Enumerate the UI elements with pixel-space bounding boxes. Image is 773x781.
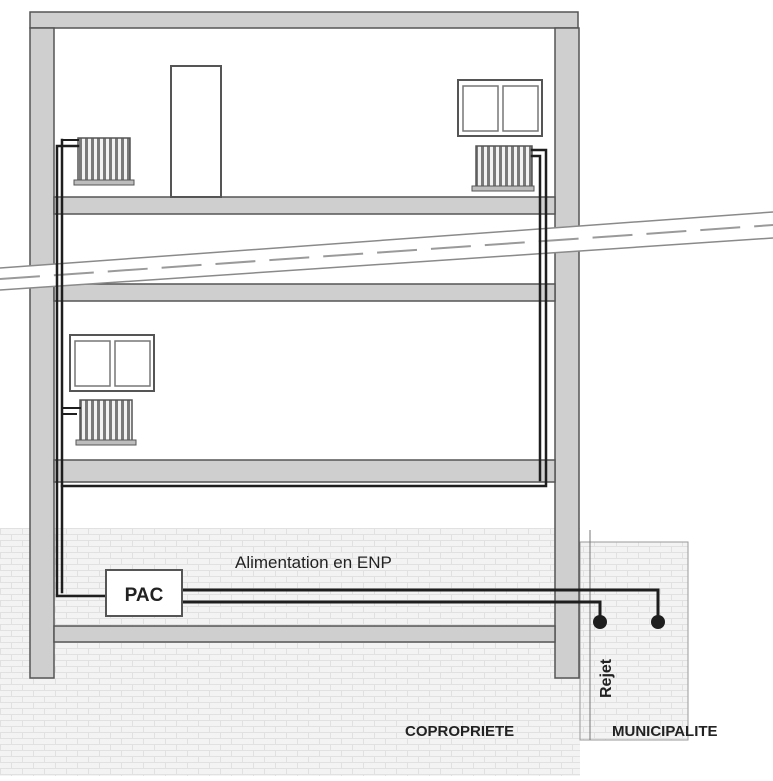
door	[170, 65, 222, 198]
radiator-lower-left	[75, 399, 137, 446]
discharge-outlet-dot	[593, 615, 607, 629]
basement-slab	[53, 625, 556, 643]
pipe-discharge	[178, 600, 602, 619]
lower-floor	[69, 334, 155, 446]
left-zone-label: COPROPRIETE	[405, 723, 514, 740]
window-lower-left	[69, 334, 155, 392]
floor-slab-middle	[53, 283, 556, 302]
upper-floor	[73, 65, 543, 198]
pipe-riser-left	[55, 138, 112, 598]
heating-pipes	[55, 138, 660, 620]
ground	[0, 528, 689, 776]
break-dash-line	[0, 224, 773, 280]
discharge-label: Rejet	[598, 658, 615, 698]
building-structure	[29, 11, 580, 679]
roof-slab	[29, 11, 579, 29]
supply-label: Alimentation en ENP	[235, 553, 392, 572]
supply-source-dot	[651, 615, 665, 629]
ground-municipalite	[579, 541, 689, 741]
pipe-riser-right	[60, 148, 548, 488]
radiator-upper-right	[471, 145, 535, 192]
right-zone-label: MUNICIPALITE	[612, 723, 718, 740]
heat-pump-label: PAC	[125, 585, 164, 606]
radiator-upper-left	[73, 137, 135, 186]
heat-pump-unit: PAC	[105, 569, 183, 617]
left-wall	[29, 27, 55, 679]
ground-copropriete	[0, 528, 580, 776]
window-upper-right	[457, 79, 543, 137]
pipe-supply-enp	[178, 588, 660, 620]
floor-slab-upper	[53, 196, 556, 215]
section-break	[0, 211, 773, 291]
floor-slab-lower	[53, 459, 556, 483]
right-wall	[554, 27, 580, 679]
